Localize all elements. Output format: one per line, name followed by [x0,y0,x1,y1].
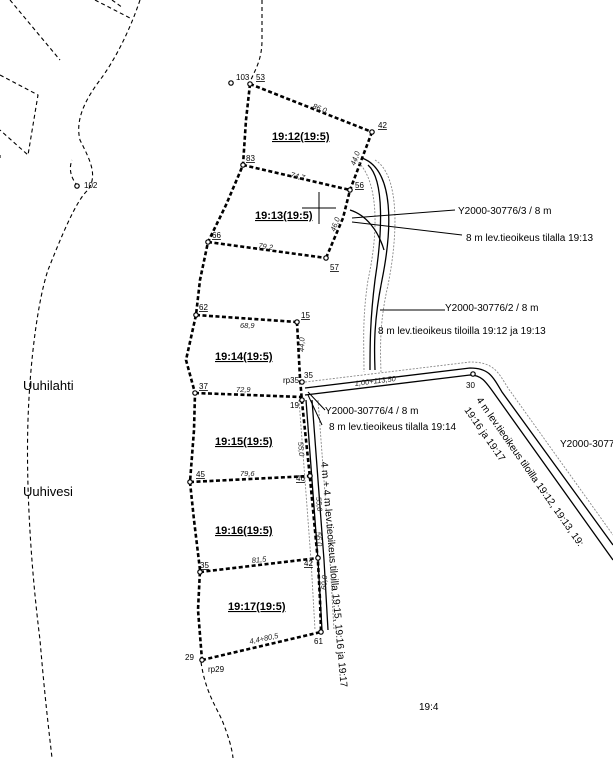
leader-e1b [351,221,463,236]
point-label-30: 30 [466,381,475,390]
marker-35b [197,569,203,575]
easement-desc-2: 8 m lev.tieoikeus tiloilla 19:12 ja 19:1… [378,326,546,337]
point-label-66: 66 [212,231,221,240]
easement-desc-4: 4 m + 4 m lev.tieoikeus tiloilla 19:15, … [318,461,349,688]
parcel-label-19-17: 19:17(19:5) [228,601,286,613]
marker-57 [323,255,329,261]
marker-42b [315,555,321,561]
boundary-west [184,83,252,661]
easement-code-1: Y2000-30776/3 / 8 m [458,206,551,217]
marker-102 [74,183,80,189]
distance-label: 44,0 [297,336,307,352]
road-east-edge [304,361,613,536]
marker-83 [240,162,246,168]
parcel-label-19-13: 19:13(19:5) [255,210,313,222]
boundary-14-north [195,313,298,324]
point-label-53: 53 [256,73,265,82]
parcel-label-19-15: 19:15(19:5) [215,436,273,448]
easement-code-3: Y2000-30776/4 / 8 m [325,406,418,417]
distance-label: 79,6 [240,469,255,478]
shoreline-to-102 [69,159,79,187]
marker-61 [318,629,324,635]
point-label-35: 35 [304,371,313,380]
point-label-61: 61 [314,637,323,646]
boundary-markers [74,80,476,663]
point-label-19: 19 [290,401,299,410]
point-label-57: 57 [330,263,339,272]
distance-label: 55,0 [296,441,306,457]
easement-desc-1: 8 m lev.tieoikeus tilalla 19:13 [466,233,594,244]
boundary-15-16 [189,474,311,484]
marker-42a [369,129,375,135]
road-north [361,157,390,371]
survey-cross [302,192,336,224]
point-label-102: 102 [84,181,98,190]
distance-label: 79,2 [258,241,275,252]
point-label-42a: 42 [378,121,387,130]
parcel-label-19-14: 19:14(19:5) [215,351,273,363]
marker-29 [199,657,205,663]
shoreline-west [0,0,61,158]
point-label-29: 29 [185,653,194,662]
shoreline-corner [94,0,131,19]
marker-19 [299,397,305,403]
boundary-13-south [207,240,327,260]
point-label-56: 56 [355,181,364,190]
road-east [304,367,613,561]
shoreline-main [26,0,141,758]
distance-label: 68,9 [240,321,255,330]
marker-53 [247,81,253,87]
leader-e3 [307,391,326,411]
easement-desc-3: 8 m lev.tieoikeus tilalla 19:14 [329,422,457,433]
distance-label: 72,9 [236,385,251,394]
easement-code-5: Y2000-3077 [560,439,613,450]
parcel-label-19-16: 19:16(19:5) [215,525,273,537]
marker-37 [192,390,198,396]
distance-label: 74,7 [290,170,307,182]
marker-15 [294,319,300,325]
leader-e3b [307,394,323,426]
shoreline-south [200,661,234,758]
boundary-16-17 [199,556,319,574]
distance-label: 56,0 [314,531,324,547]
boundary-14-15 [194,391,303,399]
marker-62 [193,312,199,318]
road-north-edge [355,159,396,373]
leader-e1 [351,209,456,219]
point-label-rp35: rp35 [283,376,300,385]
point-label-103: 103 [236,73,250,82]
easement-code-2: Y2000-30776/2 / 8 m [445,303,538,314]
point-label-15: 15 [301,311,310,320]
point-label-35b: 35 [200,561,209,570]
place-name-uuhilahti: Uuhilahti [23,378,74,393]
point-label-45: 45 [196,470,205,479]
parcel-label-19-12: 19:12(19:5) [272,131,330,143]
point-label-46: 46 [296,474,305,483]
marker-35 [299,379,305,385]
point-label-rp29: rp29 [208,665,225,674]
distance-label: 55,0 [314,496,324,512]
distance-label: 60,0 [319,574,329,590]
point-label-42b: 42 [304,559,313,568]
shoreline-east-upper [249,0,263,83]
point-label-62: 62 [199,303,208,312]
boundary-south-17 [201,630,322,662]
distance-label: 46,0 [328,215,342,233]
point-label-37: 37 [199,382,208,391]
marker-66 [205,239,211,245]
distance-label: 81,5 [251,554,267,565]
place-name-uuhivesi: Uuhivesi [23,484,73,499]
marker-56 [347,187,353,193]
point-label-83: 83 [246,154,255,163]
marker-45 [187,479,193,485]
boundary-12-13 [242,163,351,192]
marker-46 [307,473,313,479]
boundary-north-12 [249,82,373,134]
marker-103 [228,80,234,86]
parent-parcel-label: 19:4 [419,702,439,713]
road-south-edge [298,399,335,631]
marker-30 [470,371,476,377]
